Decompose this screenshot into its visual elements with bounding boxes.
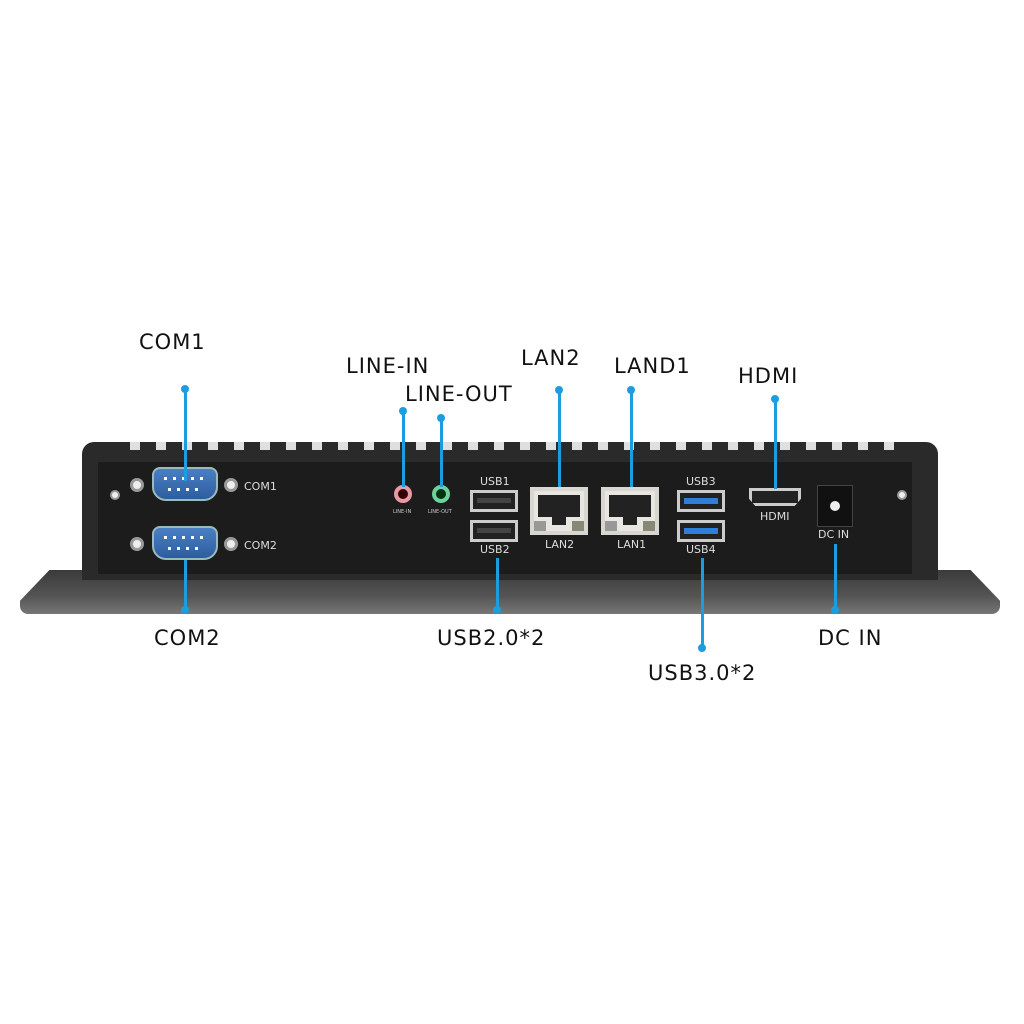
com2-port: [152, 526, 218, 560]
callout-dot: [831, 606, 839, 614]
callout-usb20: USB2.0*2: [437, 626, 546, 650]
com1-standoff: [130, 478, 144, 492]
callout-dc-in: DC IN: [818, 626, 883, 650]
callout-line-out: LINE-OUT: [405, 382, 513, 406]
lan2-port-label: LAN2: [545, 538, 575, 551]
callout-land1: LAND1: [614, 354, 691, 378]
callout-hdmi: HDMI: [738, 364, 799, 388]
usb1-port: [470, 490, 518, 512]
usb3-port: [677, 490, 725, 512]
com1-port-label: COM1: [244, 480, 277, 493]
callout-line: [440, 418, 443, 487]
usb4-port-label: USB4: [686, 543, 716, 556]
lan2-port: [530, 487, 588, 535]
usb4-port: [677, 520, 725, 542]
screw-icon: [897, 490, 907, 500]
callout-line: [496, 558, 499, 610]
dc-in-jack: [817, 485, 853, 527]
callout-line: [774, 399, 777, 489]
callout-line: [701, 558, 704, 648]
com2-port-label: COM2: [244, 539, 277, 552]
com2-standoff: [224, 537, 238, 551]
com1-standoff: [224, 478, 238, 492]
callout-line: [834, 544, 837, 610]
heatsink-fins: [130, 440, 910, 450]
line-in-port-label: LINE-IN: [393, 509, 412, 515]
usb1-port-label: USB1: [480, 475, 510, 488]
hdmi-port: [749, 488, 801, 506]
callout-line: [184, 560, 187, 610]
callout-line: [558, 390, 561, 487]
callout-com1: COM1: [139, 330, 206, 354]
lan1-port: [601, 487, 659, 535]
usb3-port-label: USB3: [686, 475, 716, 488]
line-out-port-label: LINE-OUT: [428, 509, 452, 515]
usb2-port: [470, 520, 518, 542]
callout-line: [630, 390, 633, 487]
callout-line-in: LINE-IN: [346, 354, 430, 378]
callout-usb30: USB3.0*2: [648, 661, 757, 685]
callout-lan2: LAN2: [521, 346, 581, 370]
usb2-port-label: USB2: [480, 543, 510, 556]
line-out-jack: [432, 485, 450, 503]
dc-in-port-label: DC IN: [818, 528, 850, 541]
callout-dot: [698, 644, 706, 652]
callout-dot: [181, 606, 189, 614]
screw-icon: [110, 490, 120, 500]
callout-dot: [493, 606, 501, 614]
line-in-jack: [394, 485, 412, 503]
hdmi-port-label: HDMI: [760, 510, 790, 523]
lan1-port-label: LAN1: [617, 538, 647, 551]
callout-line: [184, 389, 187, 481]
com2-standoff: [130, 537, 144, 551]
callout-com2: COM2: [154, 626, 221, 650]
callout-line: [402, 411, 405, 487]
